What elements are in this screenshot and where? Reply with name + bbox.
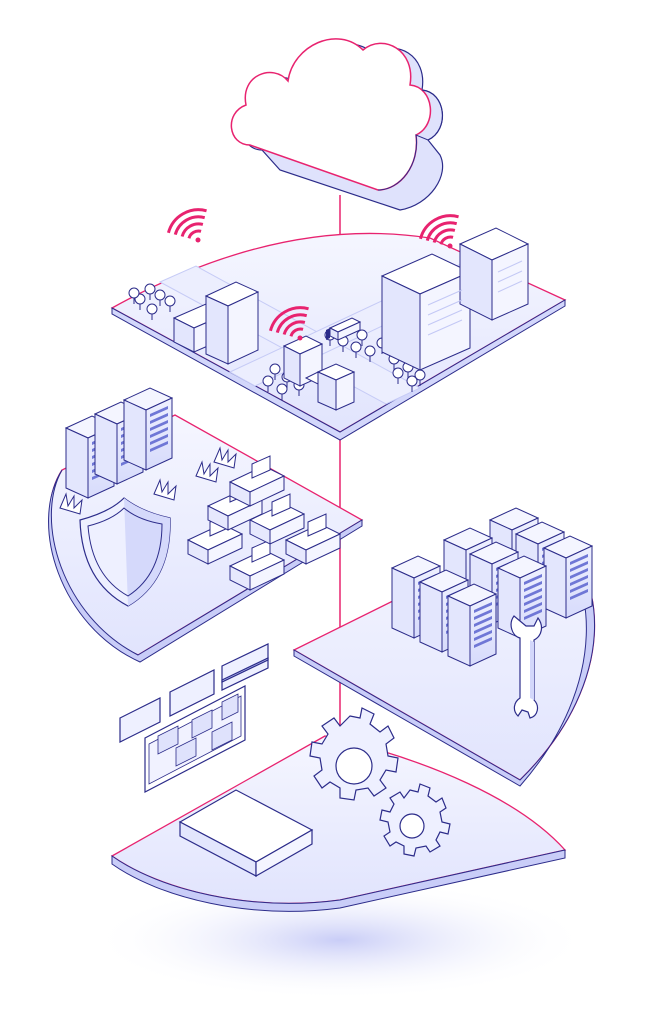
building-icon (380, 227, 530, 371)
kanban-board-icon (144, 685, 246, 793)
building-icon (282, 335, 356, 411)
wifi-icon (162, 201, 209, 244)
secure-office-layer (48, 387, 364, 663)
wrench-icon (510, 615, 543, 719)
plant-icon (59, 446, 237, 515)
building-icon (172, 281, 260, 365)
router-box-icon (178, 789, 314, 878)
cloud-icon (230, 38, 444, 211)
monitor-icon (119, 643, 269, 743)
truck-icon (326, 317, 362, 341)
server-maintenance-layer (292, 507, 596, 787)
gear-icon (379, 783, 451, 857)
configuration-layer (90, 643, 590, 1000)
shadow (90, 880, 590, 1000)
shield-icon (79, 497, 171, 607)
gear-icon (309, 707, 399, 801)
smart-city-layer (110, 201, 567, 441)
